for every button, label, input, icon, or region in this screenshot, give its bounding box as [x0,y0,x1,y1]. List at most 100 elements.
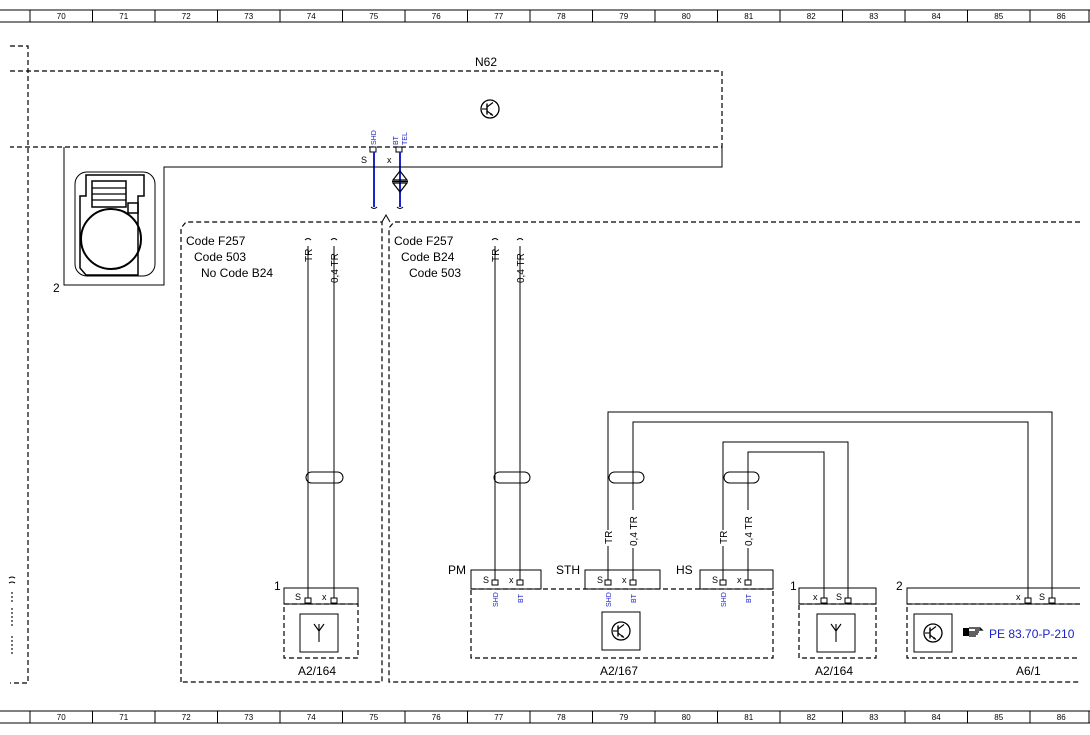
wire-label-tr-pm: TR [491,249,502,262]
left-code-2: Code 503 [194,250,246,264]
wire-label-04tr-pm: 0,4 TR [516,253,527,283]
antenna-icon [830,623,842,643]
pm-pin-s: S [483,575,489,585]
hs-shd: SHD [721,592,728,607]
variant-box-left: Code F257 Code 503 No Code B24 [180,221,383,683]
top-ruler-number: 79 [619,12,628,21]
bottom-ruler-number: 81 [744,713,753,722]
top-ruler-number: 71 [119,12,128,21]
transistor-icon [480,99,500,119]
top-ruler-number: 86 [1057,12,1066,21]
wire-label-tr-left: TR [304,249,315,262]
pin-s: S [1039,592,1045,602]
module-n62: N62 SHD BT TEL S x [10,55,723,165]
wires-sth [607,411,1053,598]
wire-label-tr-hs: TR [719,531,730,544]
pm-pin-x: x [509,575,514,585]
top-ruler-number: 83 [869,12,878,21]
top-ruler-number: 77 [494,12,503,21]
component-a2-167: PM STH HS S x S x S x SHD BT SHD BT SHD … [448,563,774,678]
component-name: A2/167 [600,664,638,678]
sensor-number: 2 [53,281,60,295]
pin-x: x [813,592,818,602]
wire-label-tr-sth: TR [604,531,615,544]
component-number: 2 [896,579,903,593]
wire-label-04tr-sth: 0,4 TR [629,516,640,546]
transistor-icon [611,621,631,641]
top-ruler-number: 80 [682,12,691,21]
coax-wires [370,152,409,209]
sth-pin-x: x [622,575,627,585]
right-code-1: Code F257 [394,234,454,248]
component-a6-1: 2 x S PE 83.70-P-210 A6/1 [896,579,1080,678]
bottom-ruler-number: 71 [119,713,128,722]
top-ruler-number: 82 [807,12,816,21]
module-name: N62 [475,55,497,69]
bottom-ruler-number: 79 [619,713,628,722]
bottom-ruler-number: 83 [869,713,878,722]
bottom-ruler-number: 77 [494,713,503,722]
bottom-ruler-number: 73 [244,713,253,722]
antenna-icon [313,623,325,643]
wire-label-04tr-left: 0,4 TR [330,253,341,283]
component-number: 1 [790,579,797,593]
component-a2-164-right: 1 x S A2/164 [790,579,877,678]
wires-left [304,238,344,598]
bottom-ruler-number: 78 [557,713,566,722]
bottom-ruler-number: 76 [432,713,441,722]
section-pm: PM [448,563,466,577]
pin-label-x: x [387,155,392,165]
bottom-ruler-number: 82 [807,713,816,722]
reference-link[interactable]: PE 83.70-P-210 [989,627,1075,641]
sth-bt: BT [631,593,638,603]
sth-shd: SHD [606,592,613,607]
bottom-ruler-number: 80 [682,713,691,722]
top-ruler-number: 75 [369,12,378,21]
pin-x: x [1016,592,1021,602]
wire-label-04tr-hs: 0,4 TR [744,516,755,546]
hs-bt: BT [746,593,753,603]
transistor-icon [923,623,943,643]
top-ruler-number: 76 [432,12,441,21]
pin-s: S [836,592,842,602]
right-code-3: Code 503 [409,266,461,280]
bottom-ruler-number: 85 [994,713,1003,722]
component-name: A6/1 [1016,664,1041,678]
pin-label-bt: BT [393,135,400,145]
bottom-ruler-number: 72 [182,713,191,722]
sensor-component: 2 [53,147,723,295]
bottom-ruler-number: 84 [932,713,941,722]
component-name: A2/164 [815,664,853,678]
top-ruler-number: 85 [994,12,1003,21]
bottom-ruler-number: 74 [307,713,316,722]
connector-plug-icon [391,170,409,193]
top-ruler-number: 73 [244,12,253,21]
pin-s: S [295,592,301,602]
pm-bt: BT [518,593,525,603]
top-ruler-number: 84 [932,12,941,21]
top-ruler-number: 70 [57,12,66,21]
right-code-2: Code B24 [401,250,455,264]
left-code-1: Code F257 [186,234,246,248]
hs-pin-s: S [712,575,718,585]
bottom-ruler-number: 75 [369,713,378,722]
outer-frame [10,45,29,684]
section-sth: STH [556,563,580,577]
pin-label-tel: TEL [402,132,409,145]
ground-symbol-icon [8,576,16,656]
sth-pin-s: S [597,575,603,585]
wires-hs [722,441,849,598]
wires-pm [491,238,531,580]
reference-hand-icon[interactable] [963,627,984,637]
pm-shd: SHD [493,592,500,607]
top-ruler-number: 78 [557,12,566,21]
component-name: A2/164 [298,664,336,678]
component-number: 1 [274,579,281,593]
section-hs: HS [676,563,693,577]
top-ruler-number: 72 [182,12,191,21]
variant-box-right: Code F257 Code B24 Code 503 [381,213,1080,683]
pin-label-shd: SHD [371,130,378,145]
